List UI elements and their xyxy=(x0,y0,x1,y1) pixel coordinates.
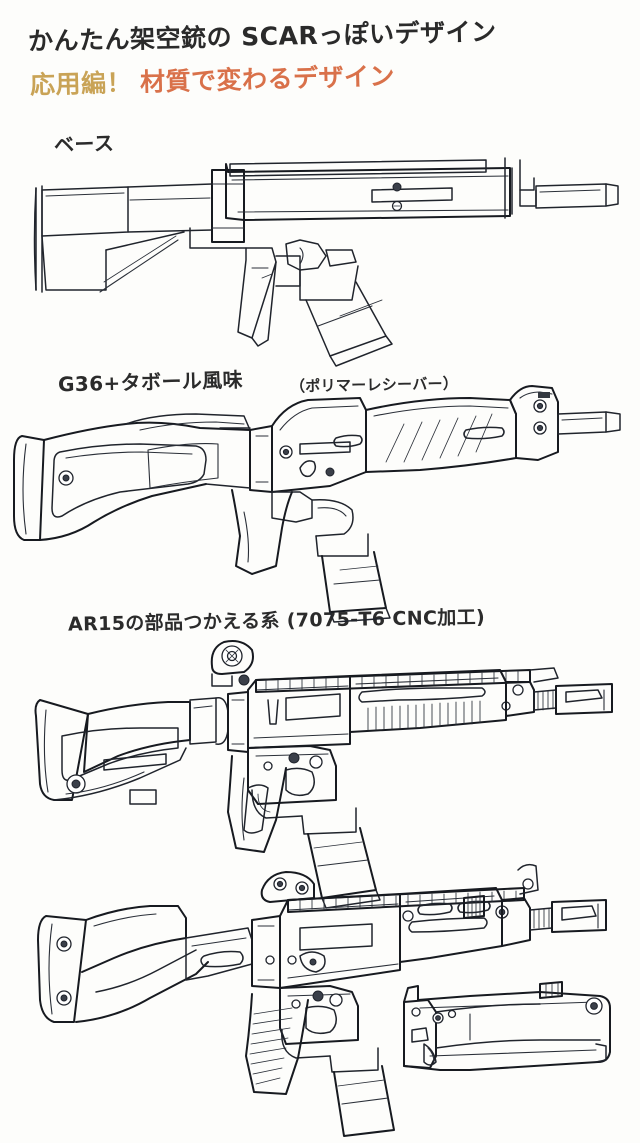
rifle-base xyxy=(33,157,619,367)
lower-receiver-detail-inset xyxy=(403,981,611,1071)
rifle-polymer xyxy=(13,385,621,623)
rifle-variant-4 xyxy=(37,863,607,1137)
rifle-ar15 xyxy=(34,640,613,909)
